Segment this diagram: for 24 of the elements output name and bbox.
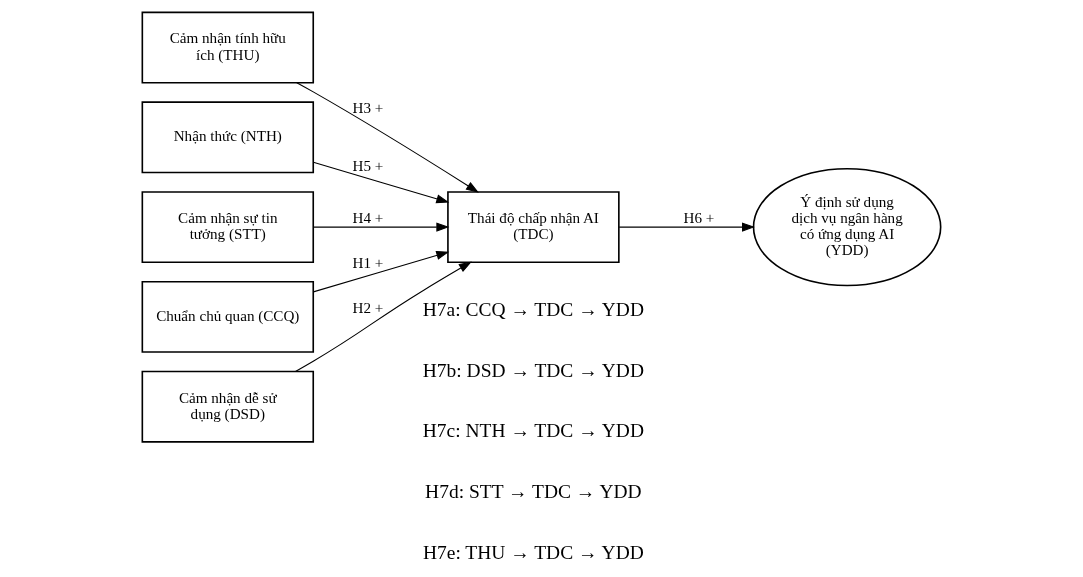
node-box: Cảm nhận dễ sử dụng (DSD) xyxy=(141,370,315,443)
node-box: Cảm nhận tính hữu ích (THU) xyxy=(141,11,315,84)
label: H7a: CCQ → TDC → YDD xyxy=(422,299,644,321)
edge-label: H6 + xyxy=(683,210,715,226)
label: H7b: DSD → TDC → YDD xyxy=(422,359,644,381)
edge-label: H3 + xyxy=(352,99,384,116)
edge-label: H4 + xyxy=(352,210,384,226)
arrow xyxy=(312,161,450,204)
arrow xyxy=(312,251,450,293)
node-box: Nhận thức (NTH) xyxy=(141,101,315,174)
label: H7d: STT → TDC → YDD xyxy=(425,480,642,502)
edge-label: H1 + xyxy=(352,255,384,272)
node-box: Thái độ chấp nhận AI (TDC) xyxy=(447,191,620,264)
arrow xyxy=(296,82,479,193)
edge-label: H5 + xyxy=(352,158,384,175)
node-box: Chuẩn chủ quan (CCQ) xyxy=(141,280,315,353)
node-ellipse: Ý định sử dụng dịch vụ ngân hàng có ứng dụng AI (YDD) xyxy=(752,167,942,287)
edge-label: H2 + xyxy=(352,299,384,316)
arrow xyxy=(294,261,472,372)
label: H7e: THU → TDC → YDD xyxy=(422,541,644,563)
arrow xyxy=(618,222,755,232)
node-box: Cảm nhận sự tin tưởng (STT) xyxy=(141,191,315,264)
arrow xyxy=(312,222,450,232)
label: H7c: NTH → TDC → YDD xyxy=(422,420,644,442)
